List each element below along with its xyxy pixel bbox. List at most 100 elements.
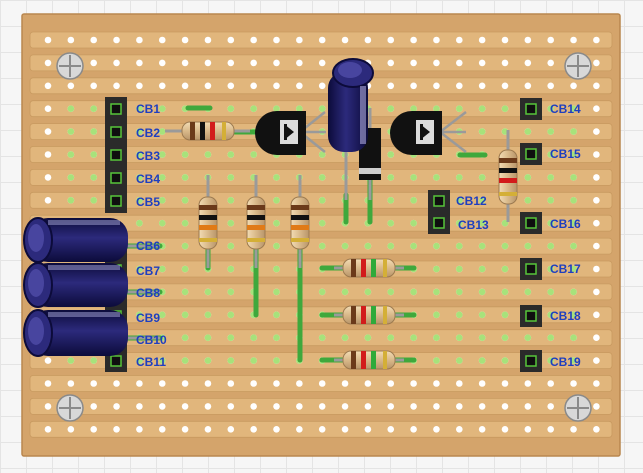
stripboard-hole	[501, 403, 509, 410]
resistor-vertical-2	[246, 175, 266, 268]
connected-pad	[204, 334, 212, 342]
stripboard-hole	[547, 59, 554, 67]
connected-pad	[227, 197, 235, 204]
connected-pad	[67, 151, 75, 158]
connected-pad	[273, 219, 280, 227]
mounting-screw-top-right	[564, 52, 592, 80]
stripboard-hole	[341, 403, 349, 410]
stripboard-hole	[478, 36, 486, 44]
stripboard-hole	[501, 82, 509, 90]
stripboard-hole	[113, 59, 120, 67]
connected-pad	[478, 357, 486, 364]
stripboard-hole	[570, 380, 577, 387]
connected-pad	[158, 128, 166, 135]
stripboard-hole	[593, 265, 600, 273]
connected-pad	[227, 219, 235, 227]
stripboard-hole	[113, 426, 120, 433]
stripboard-hole	[44, 82, 52, 90]
stripboard-hole	[227, 426, 235, 433]
stripboard-hole	[90, 403, 97, 410]
connected-pad	[387, 242, 395, 250]
stripboard-hole	[318, 82, 326, 90]
stripboard-hole	[593, 242, 600, 250]
connected-pad	[273, 311, 280, 319]
electrolytic-capacitor-3	[23, 309, 160, 357]
connected-pad	[570, 174, 577, 181]
stripboard-hole	[456, 380, 463, 387]
stripboard-hole	[501, 36, 509, 44]
stripboard-hole	[570, 82, 577, 90]
stripboard-hole	[44, 174, 52, 181]
stripboard-hole	[456, 403, 463, 410]
connected-pad	[227, 334, 235, 342]
connected-pad	[501, 288, 509, 296]
connected-pad	[410, 174, 417, 181]
stripboard-hole	[593, 426, 600, 433]
stripboard-hole	[181, 426, 189, 433]
stripboard-hole	[387, 82, 395, 90]
stripboard-hole	[524, 82, 532, 90]
connected-pad	[387, 197, 395, 204]
connected-pad	[318, 197, 326, 204]
stripboard-hole	[44, 36, 52, 44]
connected-pad	[547, 288, 554, 296]
connected-pad	[136, 219, 143, 227]
stripboard-hole	[387, 59, 395, 67]
stripboard-hole	[204, 403, 212, 410]
stripboard-hole	[433, 59, 440, 67]
connected-pad	[158, 357, 166, 364]
connected-pad	[501, 265, 509, 273]
stripboard-hole	[318, 403, 326, 410]
connected-pad	[547, 105, 554, 112]
connected-pad	[273, 265, 280, 273]
stripboard-hole	[181, 403, 189, 410]
connected-pad	[410, 219, 417, 227]
stripboard-hole	[318, 36, 326, 44]
label-cb3: CB3	[136, 149, 160, 163]
connected-pad	[250, 151, 257, 158]
connected-pad	[456, 242, 463, 250]
mounting-screw-bottom-left	[56, 394, 84, 422]
stripboard-hole	[67, 380, 75, 387]
connected-pad	[158, 311, 166, 319]
stripboard-hole	[364, 380, 372, 387]
stripboard-hole	[273, 59, 280, 67]
connected-pad	[273, 334, 280, 342]
connected-pad	[456, 105, 463, 112]
connected-pad	[524, 174, 532, 181]
connected-pad	[158, 105, 166, 112]
stripboard-hole	[593, 151, 600, 158]
header-middle	[428, 190, 450, 234]
connected-pad	[433, 265, 440, 273]
stripboard-hole	[478, 403, 486, 410]
stripboard-hole	[204, 380, 212, 387]
stripboard-hole	[67, 82, 75, 90]
stripboard-hole	[387, 403, 395, 410]
stripboard-hole	[44, 197, 52, 204]
stripboard-hole	[273, 403, 280, 410]
connected-pad	[570, 265, 577, 273]
stripboard-hole	[158, 36, 166, 44]
stripboard-hole	[158, 403, 166, 410]
stripboard-hole	[296, 380, 303, 387]
connected-pad	[250, 334, 257, 342]
label-cb14: CB14	[550, 102, 581, 116]
stripboard-hole	[318, 380, 326, 387]
connected-pad	[410, 242, 417, 250]
stripboard-hole	[227, 403, 235, 410]
resistor-horizontal-top	[165, 121, 250, 141]
connected-pad	[227, 242, 235, 250]
connected-pad	[456, 219, 463, 227]
connected-pad	[250, 357, 257, 364]
connected-pad	[136, 105, 143, 112]
connected-pad	[570, 105, 577, 112]
connected-pad	[433, 357, 440, 364]
connected-pad	[158, 265, 166, 273]
stripboard-hole	[387, 426, 395, 433]
connected-pad	[273, 105, 280, 112]
connected-pad	[318, 151, 326, 158]
connected-pad	[341, 242, 349, 250]
stripboard-hole	[67, 36, 75, 44]
stripboard-hole	[136, 59, 143, 67]
connected-pad	[410, 334, 417, 342]
